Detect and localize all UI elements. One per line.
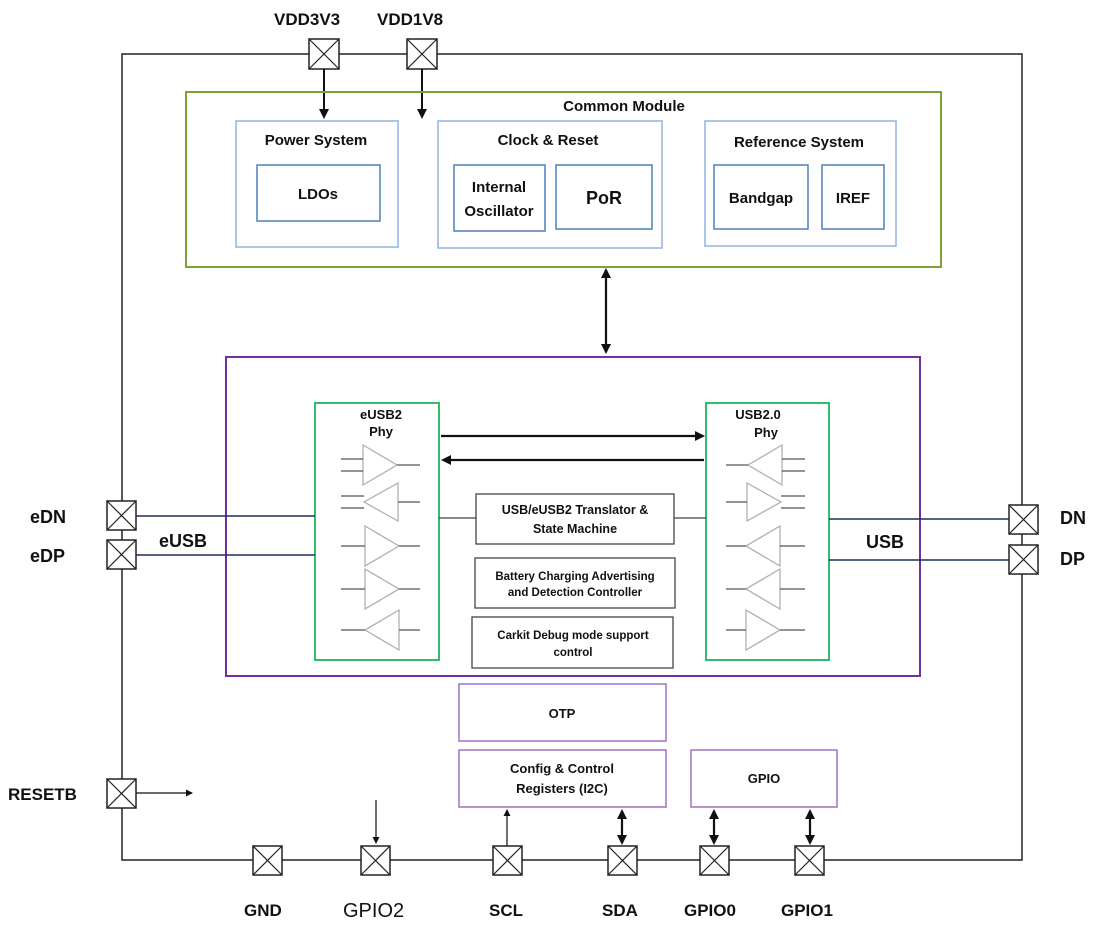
pin-resetb — [106, 778, 137, 809]
eusb2-buffer-2 — [341, 481, 420, 523]
eusb2-phy-line1: eUSB2 — [360, 407, 402, 422]
carkit-box — [471, 616, 674, 669]
usb2-phy-line1: USB2.0 — [735, 407, 781, 422]
reference-system-box — [704, 120, 897, 247]
ldos-label: LDOs — [298, 186, 338, 203]
internal-oscillator-box — [453, 164, 546, 232]
pin-scl — [492, 845, 523, 876]
eusb2-buffer-4 — [341, 567, 420, 611]
power-system-title: Power System — [265, 132, 368, 149]
translator-line1: USB/eUSB2 Translator & — [502, 503, 649, 517]
eusb2-buffer-3 — [341, 524, 420, 568]
gpio-block-label: GPIO — [748, 771, 781, 786]
otp-label: OTP — [549, 706, 576, 721]
eusb2-buffer-5 — [341, 608, 420, 652]
pin-gpio0 — [699, 845, 730, 876]
power-system-box — [235, 120, 399, 248]
internal-oscillator-line1: Internal — [472, 179, 526, 196]
otp-box — [458, 683, 667, 742]
common-module-title: Common Module — [563, 98, 685, 115]
pin-dn — [1008, 504, 1039, 535]
pin-label-gnd: GND — [244, 901, 282, 920]
pin-label-gpio1: GPIO1 — [781, 901, 833, 920]
pin-label-vdd3v3: VDD3V3 — [274, 10, 340, 29]
usb-bus-label: USB — [866, 532, 904, 552]
pin-edn — [106, 500, 137, 531]
usb2-phy-line2: Phy — [754, 425, 779, 440]
pin-label-dn: DN — [1060, 508, 1086, 528]
translator-line2: State Machine — [533, 522, 617, 536]
chip-outline — [121, 53, 1023, 861]
usb2-buffer-1 — [726, 443, 805, 487]
pin-sda — [607, 845, 638, 876]
eusb2-phy-box — [314, 402, 440, 661]
pin-gnd — [252, 845, 283, 876]
pin-gpio2 — [360, 845, 391, 876]
common-module-box — [185, 91, 942, 268]
pin-vdd1v8 — [406, 38, 438, 70]
pin-label-gpio0: GPIO0 — [684, 901, 736, 920]
usb2-buffer-3 — [726, 524, 805, 568]
pin-vdd3v3 — [308, 38, 340, 70]
gpio-block-box — [690, 749, 838, 808]
config-registers-line1: Config & Control — [510, 761, 614, 776]
iref-label: IREF — [836, 190, 870, 207]
eusb2-buffer-1 — [341, 443, 420, 487]
pin-label-vdd1v8: VDD1V8 — [377, 10, 443, 29]
pin-label-edn: eDN — [30, 507, 66, 527]
internal-oscillator-line2: Oscillator — [464, 203, 533, 220]
eusb2-phy-line2: Phy — [369, 424, 394, 439]
iref-box — [821, 164, 885, 230]
usb2-buffer-5 — [726, 608, 805, 652]
pin-label-sda: SDA — [602, 901, 638, 920]
battery-charging-box — [474, 557, 676, 609]
pin-label-edp: eDP — [30, 546, 65, 566]
config-registers-line2: Registers (I2C) — [516, 781, 608, 796]
carkit-line1: Carkit Debug mode support — [497, 630, 649, 642]
config-registers-box — [458, 749, 667, 808]
translator-box — [475, 493, 675, 545]
pin-gpio1 — [794, 845, 825, 876]
ldos-box — [256, 164, 381, 222]
clock-reset-title: Clock & Reset — [498, 132, 599, 149]
clock-reset-box — [437, 120, 663, 249]
por-label: PoR — [586, 188, 622, 208]
battery-charging-line2: and Detection Controller — [508, 587, 643, 599]
bandgap-label: Bandgap — [729, 190, 793, 207]
eusb-bus-label: eUSB — [159, 531, 207, 551]
pin-edp — [106, 539, 137, 570]
battery-charging-line1: Battery Charging Advertising — [495, 571, 654, 583]
pin-label-resetb: RESETB — [8, 785, 77, 804]
usb2-phy-box — [705, 402, 830, 661]
pin-label-scl: SCL — [489, 901, 523, 920]
carkit-line2: control — [554, 647, 593, 659]
usb2-buffer-2 — [726, 481, 805, 523]
bandgap-box — [713, 164, 809, 230]
pin-label-gpio2: GPIO2 — [343, 900, 404, 922]
reference-system-title: Reference System — [734, 134, 864, 151]
usb2-buffer-4 — [726, 567, 805, 611]
pin-label-dp: DP — [1060, 549, 1085, 569]
pin-dp — [1008, 544, 1039, 575]
por-box — [555, 164, 653, 230]
